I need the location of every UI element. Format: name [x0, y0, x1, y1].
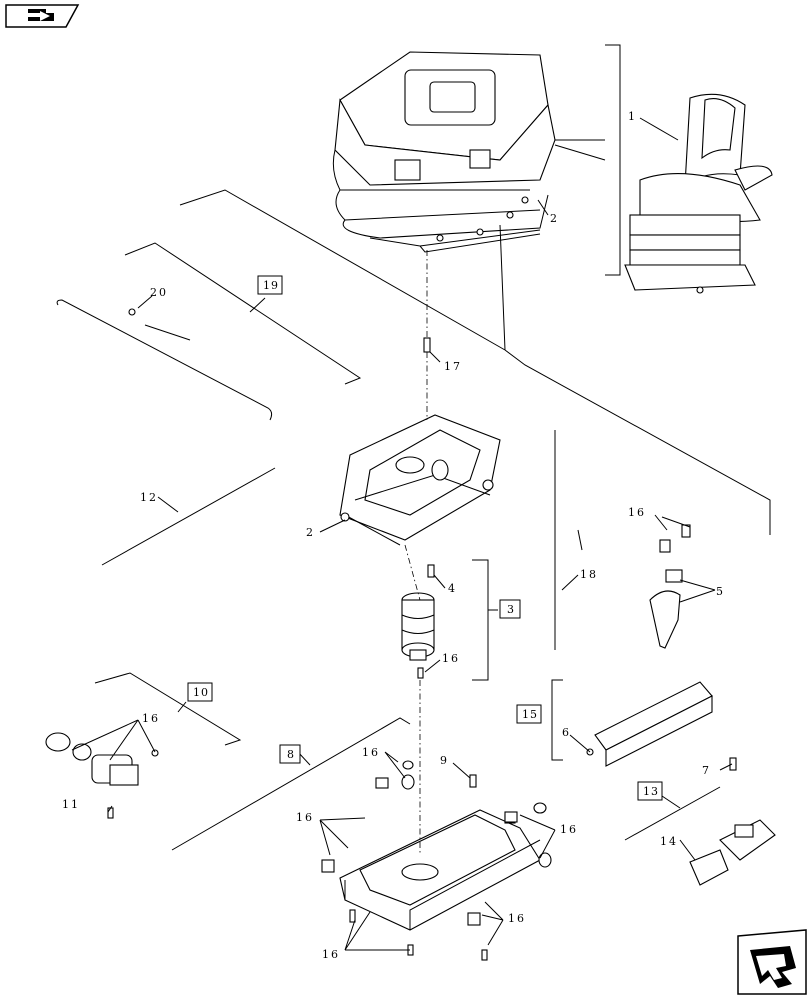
svg-text:15: 15 — [522, 708, 538, 721]
callout-2-mid: 2 — [306, 526, 315, 539]
fasteners — [107, 337, 737, 961]
callout-16-left: 16 — [296, 811, 314, 824]
seat-suspension-top — [332, 51, 556, 253]
svg-text:10: 10 — [193, 686, 209, 699]
callout-16-lower: 16 — [508, 912, 526, 925]
forward-button[interactable] — [737, 929, 807, 995]
callout-16-right: 16 — [560, 823, 578, 836]
reference-lines — [94, 189, 771, 851]
slide-rail — [594, 681, 713, 767]
callout-16-bottom: 16 — [322, 948, 340, 961]
callout-2-top: 2 — [550, 212, 559, 225]
callout-5: 5 — [716, 585, 725, 598]
air-spring — [401, 592, 435, 661]
leader-1-bracket — [554, 139, 606, 161]
boxed-callout-15: 15 — [516, 704, 542, 724]
svg-text:13: 13 — [643, 785, 659, 798]
callout-20: 20 — [150, 286, 168, 299]
callout-14: 14 — [660, 835, 678, 848]
callout-16-upper: 16 — [362, 746, 380, 759]
callout-16-actuator: 16 — [142, 712, 160, 725]
bracket-15 — [551, 679, 563, 761]
scissor-mechanism — [339, 414, 501, 546]
boxed-callout-10: 10 — [187, 682, 213, 702]
actuator-rod — [56, 299, 273, 421]
boxed-callout-8: 8 — [279, 744, 301, 764]
callout-1: 1 — [628, 110, 637, 123]
callout-numbers: 1 2 20 17 12 2 4 16 18 16 5 6 16 11 16 9… — [62, 110, 725, 961]
svg-text:3: 3 — [507, 603, 515, 616]
callout-12: 12 — [140, 491, 158, 504]
callout-7: 7 — [702, 764, 711, 777]
arrow-return-icon — [750, 946, 796, 988]
boxed-callout-13: 13 — [637, 781, 663, 801]
callout-16-lever: 16 — [628, 506, 646, 519]
svg-text:8: 8 — [287, 748, 295, 761]
control-cable — [101, 467, 276, 566]
boxed-callout-3: 3 — [499, 599, 521, 619]
adjustment-lever — [649, 524, 691, 649]
bracket-3 — [472, 559, 489, 681]
callout-18: 18 — [580, 568, 598, 581]
boxed-callout-19: 19 — [257, 275, 283, 295]
complete-seat — [624, 93, 773, 294]
actuator-unit — [45, 732, 159, 786]
pin-18 — [577, 529, 583, 551]
bracket-1 — [605, 44, 621, 276]
base-frame — [321, 809, 541, 931]
leader-lines — [71, 117, 733, 951]
callout-9: 9 — [440, 754, 449, 767]
switch-assembly — [689, 819, 776, 886]
callout-16-spring: 16 — [442, 652, 460, 665]
back-button[interactable] — [5, 4, 80, 28]
svg-text:19: 19 — [263, 279, 279, 292]
arrow-right-icon — [28, 9, 54, 21]
callout-4: 4 — [448, 582, 457, 595]
callout-6: 6 — [562, 726, 571, 739]
callout-11: 11 — [62, 798, 80, 811]
center-lines — [404, 250, 428, 855]
callout-17: 17 — [444, 360, 462, 373]
